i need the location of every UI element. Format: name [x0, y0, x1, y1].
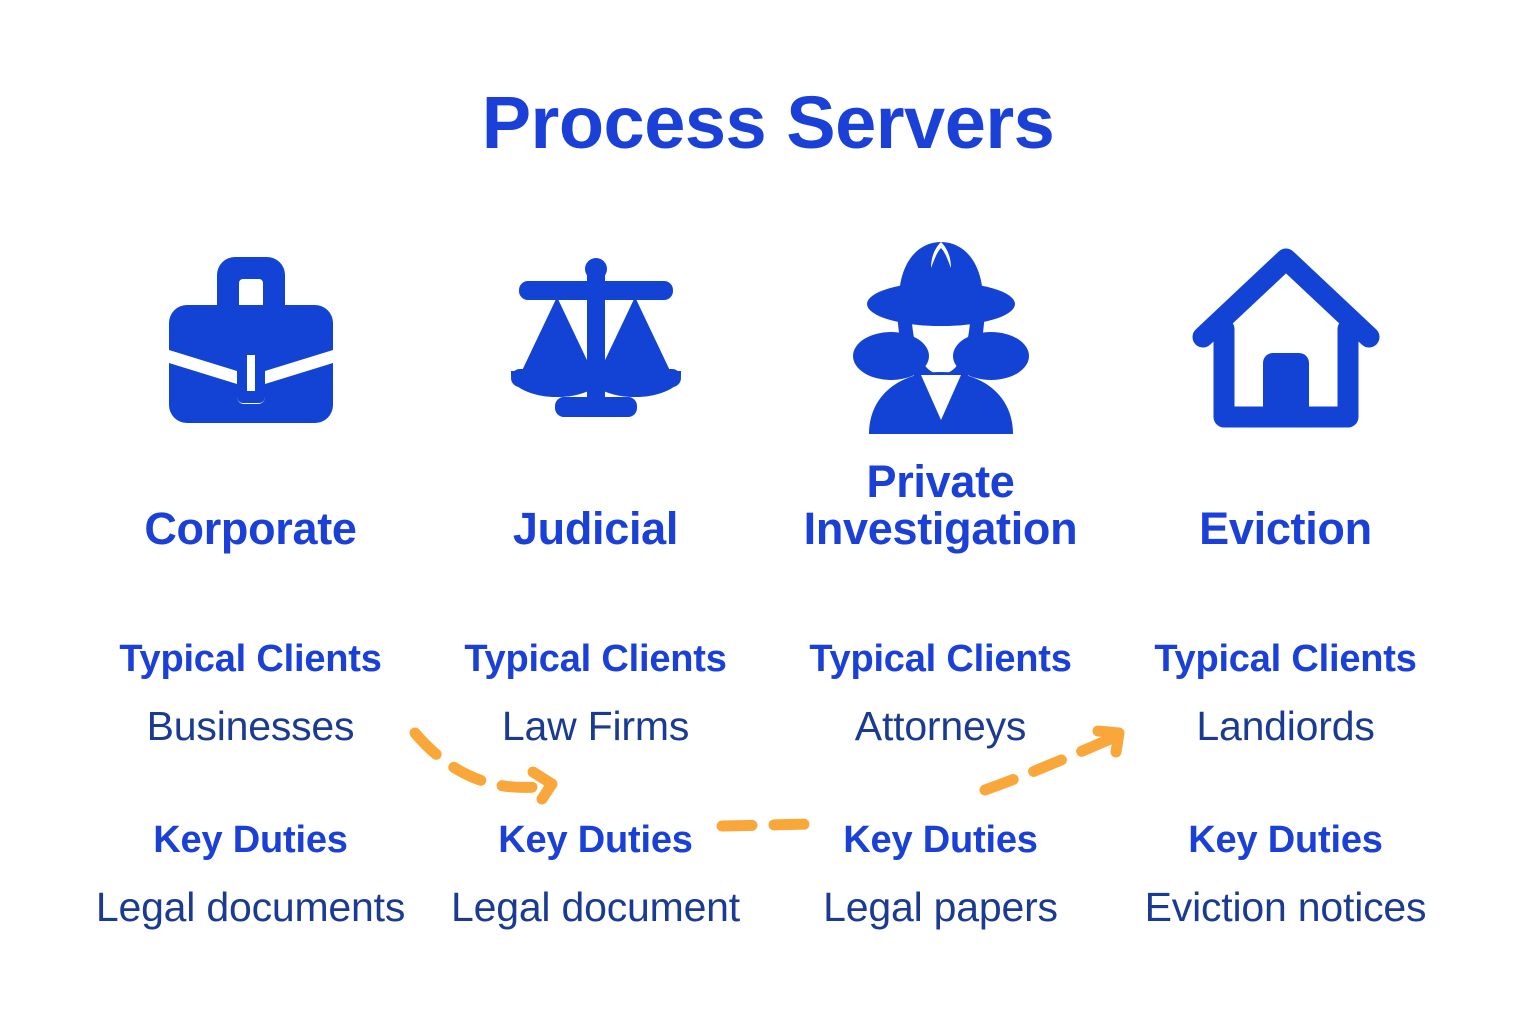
column-heading: Private Investigation	[803, 455, 1078, 555]
column-heading-wrap-judicial: Judicial	[423, 445, 768, 555]
column-heading: Judicial	[512, 503, 679, 555]
section-label-typical-clients: Typical Clients	[809, 638, 1072, 680]
section-label-key-duties: Key Duties	[498, 819, 693, 862]
column-eviction: Eviction Typical Clients Landiords Key D…	[1113, 230, 1458, 950]
column-judicial: Judicial Typical Clients Law Firms Key D…	[423, 230, 768, 950]
house-icon	[1113, 230, 1458, 445]
section-value-typical-clients: Law Firms	[501, 703, 690, 750]
column-heading: Corporate	[144, 503, 357, 555]
section-label-key-duties: Key Duties	[843, 819, 1038, 862]
section-label-typical-clients: Typical Clients	[464, 638, 727, 680]
section-value-key-duties: Eviction notices	[1144, 884, 1427, 931]
section-value-key-duties: Legal documents	[95, 884, 406, 931]
section-typical-clients: Typical Clients Attorneys	[768, 638, 1113, 750]
section-label-key-duties: Key Duties	[153, 819, 348, 862]
section-value-typical-clients: Businesses	[146, 703, 355, 750]
section-value-typical-clients: Landiords	[1196, 703, 1375, 750]
section-key-duties: Key Duties Legal document	[423, 819, 768, 931]
column-heading-wrap-corporate: Corporate	[78, 445, 423, 555]
column-heading: Eviction	[1199, 503, 1372, 555]
section-label-typical-clients: Typical Clients	[1154, 638, 1417, 680]
column-private-investigation: Private Investigation Typical Clients At…	[768, 230, 1113, 950]
briefcase-icon	[78, 230, 423, 445]
column-corporate: Corporate Typical Clients Businesses Key…	[78, 230, 423, 950]
columns-container: Corporate Typical Clients Businesses Key…	[78, 230, 1458, 950]
column-heading-wrap-private-investigation: Private Investigation	[768, 445, 1113, 555]
section-value-typical-clients: Attorneys	[854, 703, 1027, 750]
scales-of-justice-icon	[423, 230, 768, 445]
page-title: Process Servers	[481, 81, 1055, 164]
section-value-key-duties: Legal document	[451, 884, 740, 931]
section-typical-clients: Typical Clients Law Firms	[423, 638, 768, 750]
section-typical-clients: Typical Clients Landiords	[1113, 638, 1458, 750]
section-value-key-duties: Legal papers	[823, 884, 1058, 931]
section-typical-clients: Typical Clients Businesses	[78, 638, 423, 750]
section-label-key-duties: Key Duties	[1188, 819, 1383, 862]
section-key-duties: Key Duties Eviction notices	[1113, 819, 1458, 931]
column-heading-wrap-eviction: Eviction	[1113, 445, 1458, 555]
section-label-typical-clients: Typical Clients	[119, 638, 382, 680]
section-key-duties: Key Duties Legal documents	[78, 819, 423, 931]
section-key-duties: Key Duties Legal papers	[768, 819, 1113, 931]
detective-icon	[768, 230, 1113, 445]
